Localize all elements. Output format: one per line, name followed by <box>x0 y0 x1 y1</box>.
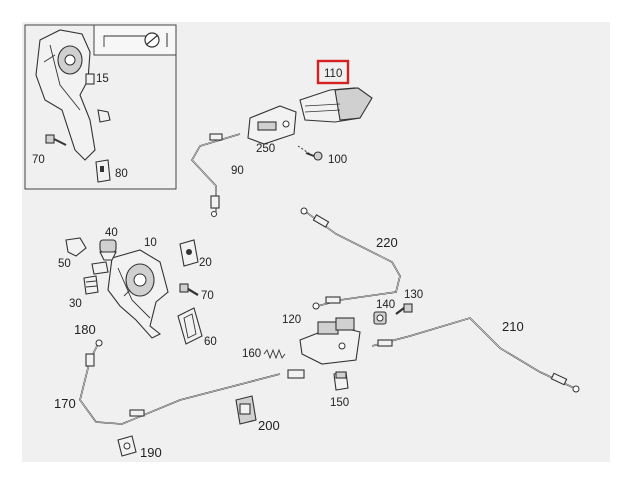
bolt-130 <box>395 303 413 315</box>
label-140: 140 <box>376 299 395 311</box>
label-80: 80 <box>115 168 128 180</box>
label-200: 200 <box>258 418 280 433</box>
release-mechanism-120 <box>299 317 361 365</box>
spring-160 <box>263 348 286 360</box>
bracket-250 <box>247 105 297 145</box>
nut-140 <box>373 311 387 325</box>
clip-190 <box>117 435 137 457</box>
inset-box <box>24 24 177 190</box>
label-110: 110 <box>324 68 342 80</box>
label-150: 150 <box>330 397 349 409</box>
label-250: 250 <box>256 143 275 155</box>
clip-50 <box>65 237 87 257</box>
inset-bolt-70 <box>45 134 67 146</box>
label-170: 170 <box>54 396 76 411</box>
label-190: 190 <box>140 445 162 460</box>
label-210: 210 <box>502 319 524 334</box>
label-90: 90 <box>231 165 244 177</box>
label-160: 160 <box>242 348 261 360</box>
label-70-inset: 70 <box>32 154 45 166</box>
inset-pedal-assembly <box>35 29 111 161</box>
label-100: 100 <box>328 154 347 166</box>
label-180: 180 <box>74 322 96 337</box>
inset-clip-80 <box>95 159 111 183</box>
inset-symbol-box <box>93 24 177 56</box>
label-220: 220 <box>376 235 398 250</box>
plug-150 <box>333 371 349 391</box>
bushing-40 <box>99 239 117 261</box>
cable-90 <box>191 133 241 217</box>
label-15: 15 <box>96 73 109 85</box>
screw-100 <box>297 145 323 161</box>
cable-220 <box>300 207 401 310</box>
label-30: 30 <box>69 298 82 310</box>
label-60: 60 <box>204 336 217 348</box>
label-10: 10 <box>144 237 157 249</box>
cable-pull-symbol-icon <box>103 32 168 48</box>
label-40: 40 <box>105 227 118 239</box>
cable-170 <box>79 339 305 425</box>
cable-210 <box>371 317 580 393</box>
pad-60 <box>177 307 203 345</box>
label-50: 50 <box>58 258 71 270</box>
label-130: 130 <box>404 289 423 301</box>
label-120: 120 <box>282 314 301 326</box>
bolt-70 <box>179 283 199 296</box>
bracket-200 <box>235 395 257 425</box>
spring-30 <box>83 275 99 295</box>
label-70: 70 <box>201 290 214 302</box>
release-handle-110 <box>299 87 373 123</box>
spring-clip-80b <box>91 261 109 275</box>
pedal-assembly-10 <box>107 249 169 339</box>
highlight-box-110 <box>316 59 350 85</box>
bracket-20 <box>179 239 199 267</box>
label-20: 20 <box>199 257 212 269</box>
